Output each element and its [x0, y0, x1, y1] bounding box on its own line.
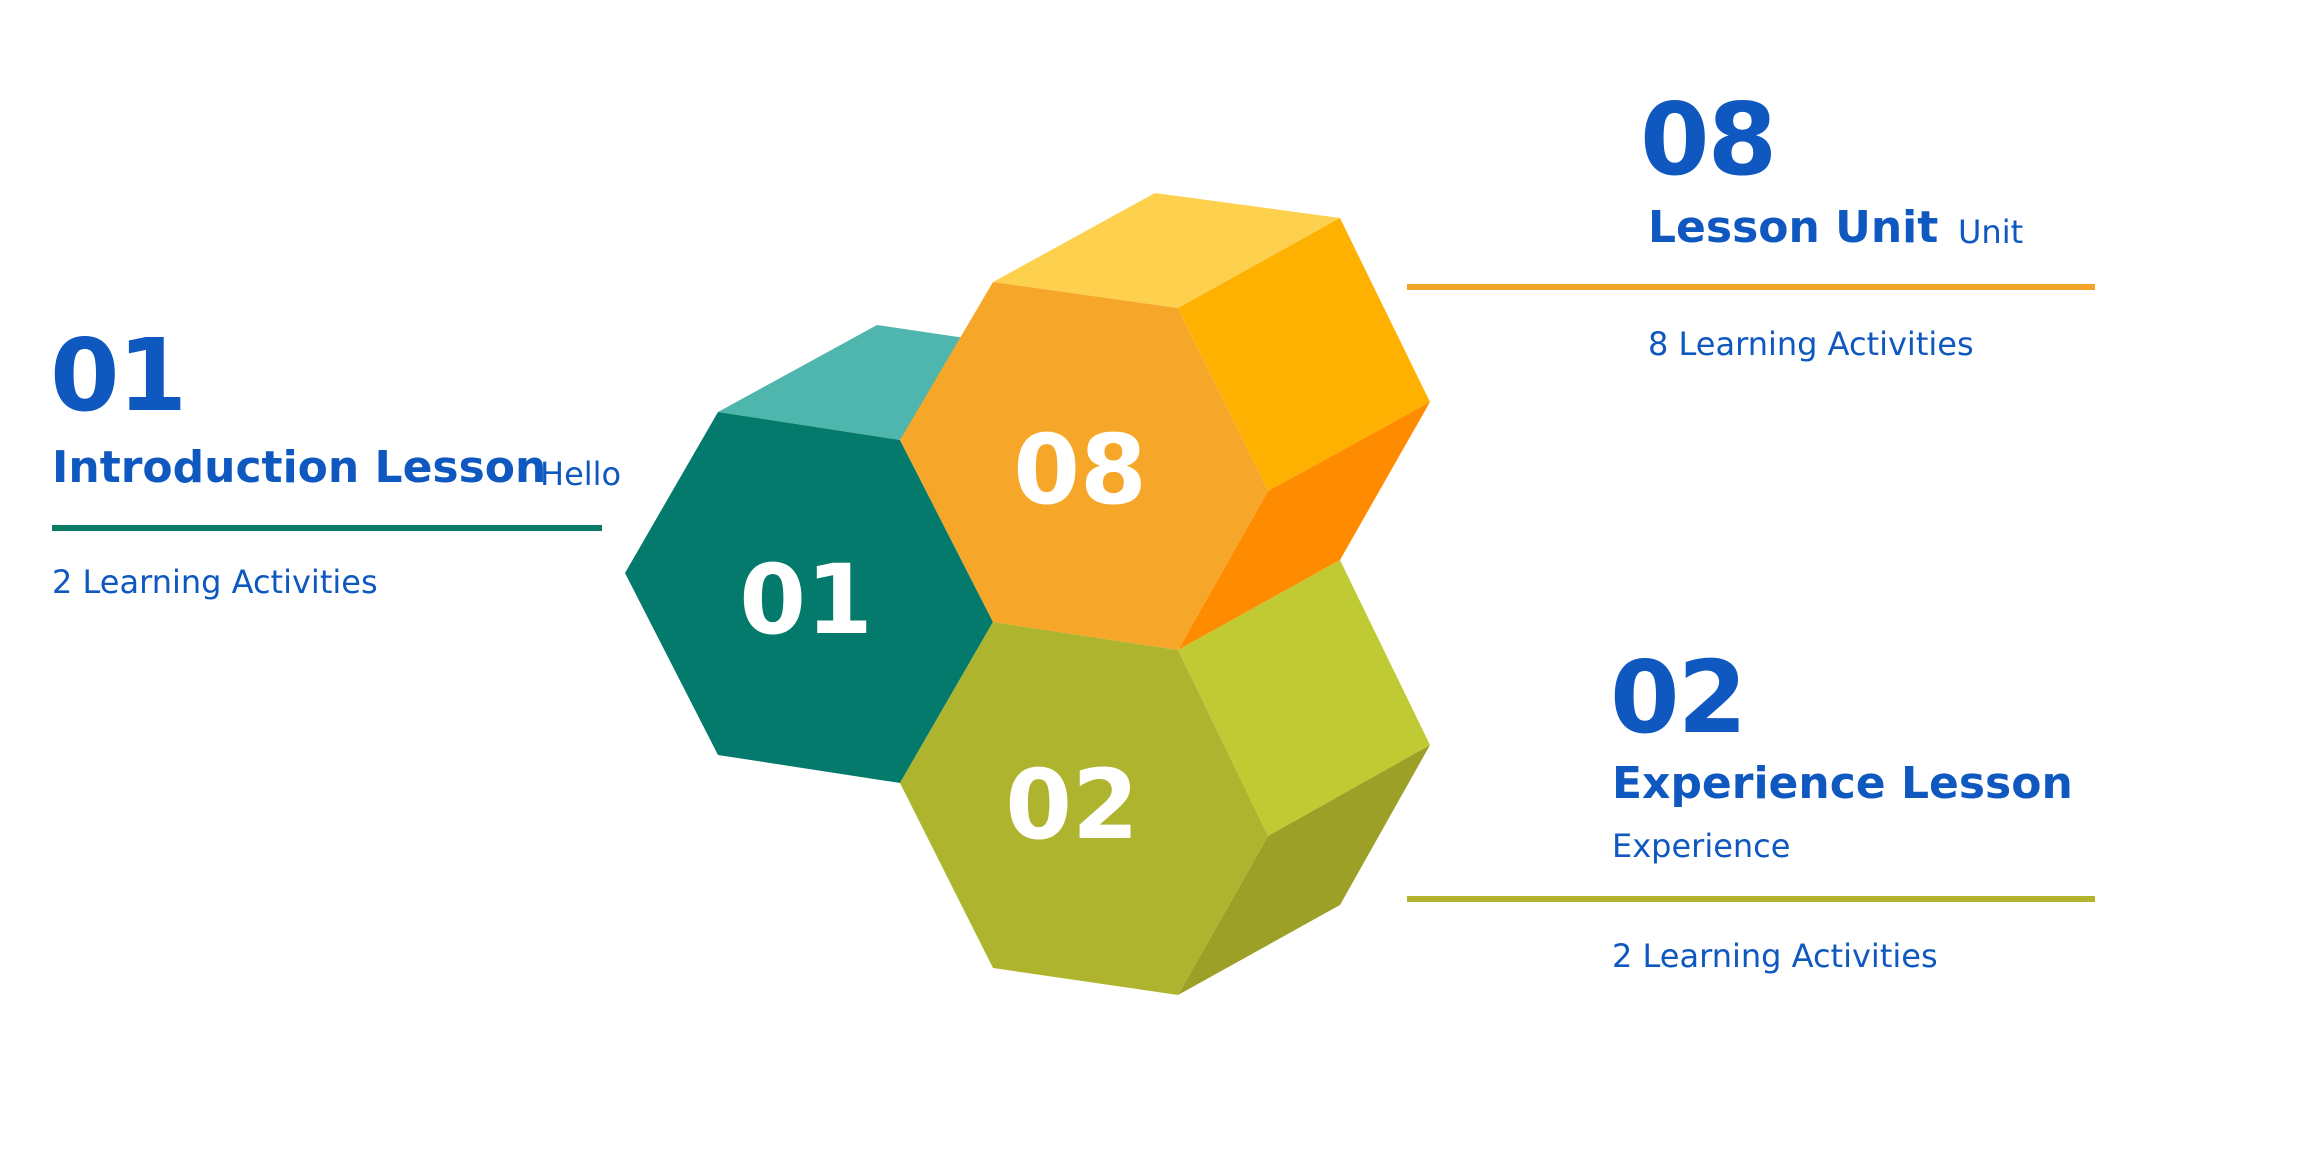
hexagon-01-front-face [625, 412, 993, 783]
unit-subtitle: Unit [1958, 213, 2024, 251]
experience-activities: 2 Learning Activities [1612, 937, 1938, 975]
hexagon-08-right-lower-face [1178, 402, 1430, 650]
hexagon-01-top-face [718, 325, 965, 440]
intro-divider [52, 525, 602, 531]
intro-title: Introduction Lesson [52, 442, 547, 493]
intro-subtitle: Hello [540, 455, 622, 493]
hexagon-08-label: 08 [1013, 414, 1147, 526]
hexagon-02-label: 02 [1005, 749, 1139, 861]
experience-divider [1407, 896, 2095, 902]
hexagon-08-top-face [993, 193, 1340, 308]
unit-title: Lesson Unit [1648, 202, 1939, 253]
experience-subtitle: Experience [1612, 827, 1791, 865]
hexagon-02: 02 [900, 560, 1430, 995]
hexagon-01: 01 [625, 325, 993, 783]
hexagon-08-front-face [900, 282, 1268, 650]
hexagon-02-right-upper-face [1178, 560, 1430, 836]
experience-number: 02 [1610, 639, 1747, 756]
unit-number: 08 [1640, 81, 1777, 198]
intro-number: 01 [50, 317, 187, 434]
hexagon-01-label: 01 [739, 544, 873, 656]
hexagon-02-right-lower-face [1178, 745, 1430, 995]
hexagon-08: 08 [900, 193, 1430, 650]
experience-title: Experience Lesson [1612, 758, 2073, 809]
unit-divider [1407, 284, 2095, 290]
hexagon-08-right-upper-face [1178, 218, 1430, 491]
unit-activities: 8 Learning Activities [1648, 325, 1974, 363]
intro-activities: 2 Learning Activities [52, 563, 378, 601]
hexagon-02-front-face [900, 622, 1268, 995]
